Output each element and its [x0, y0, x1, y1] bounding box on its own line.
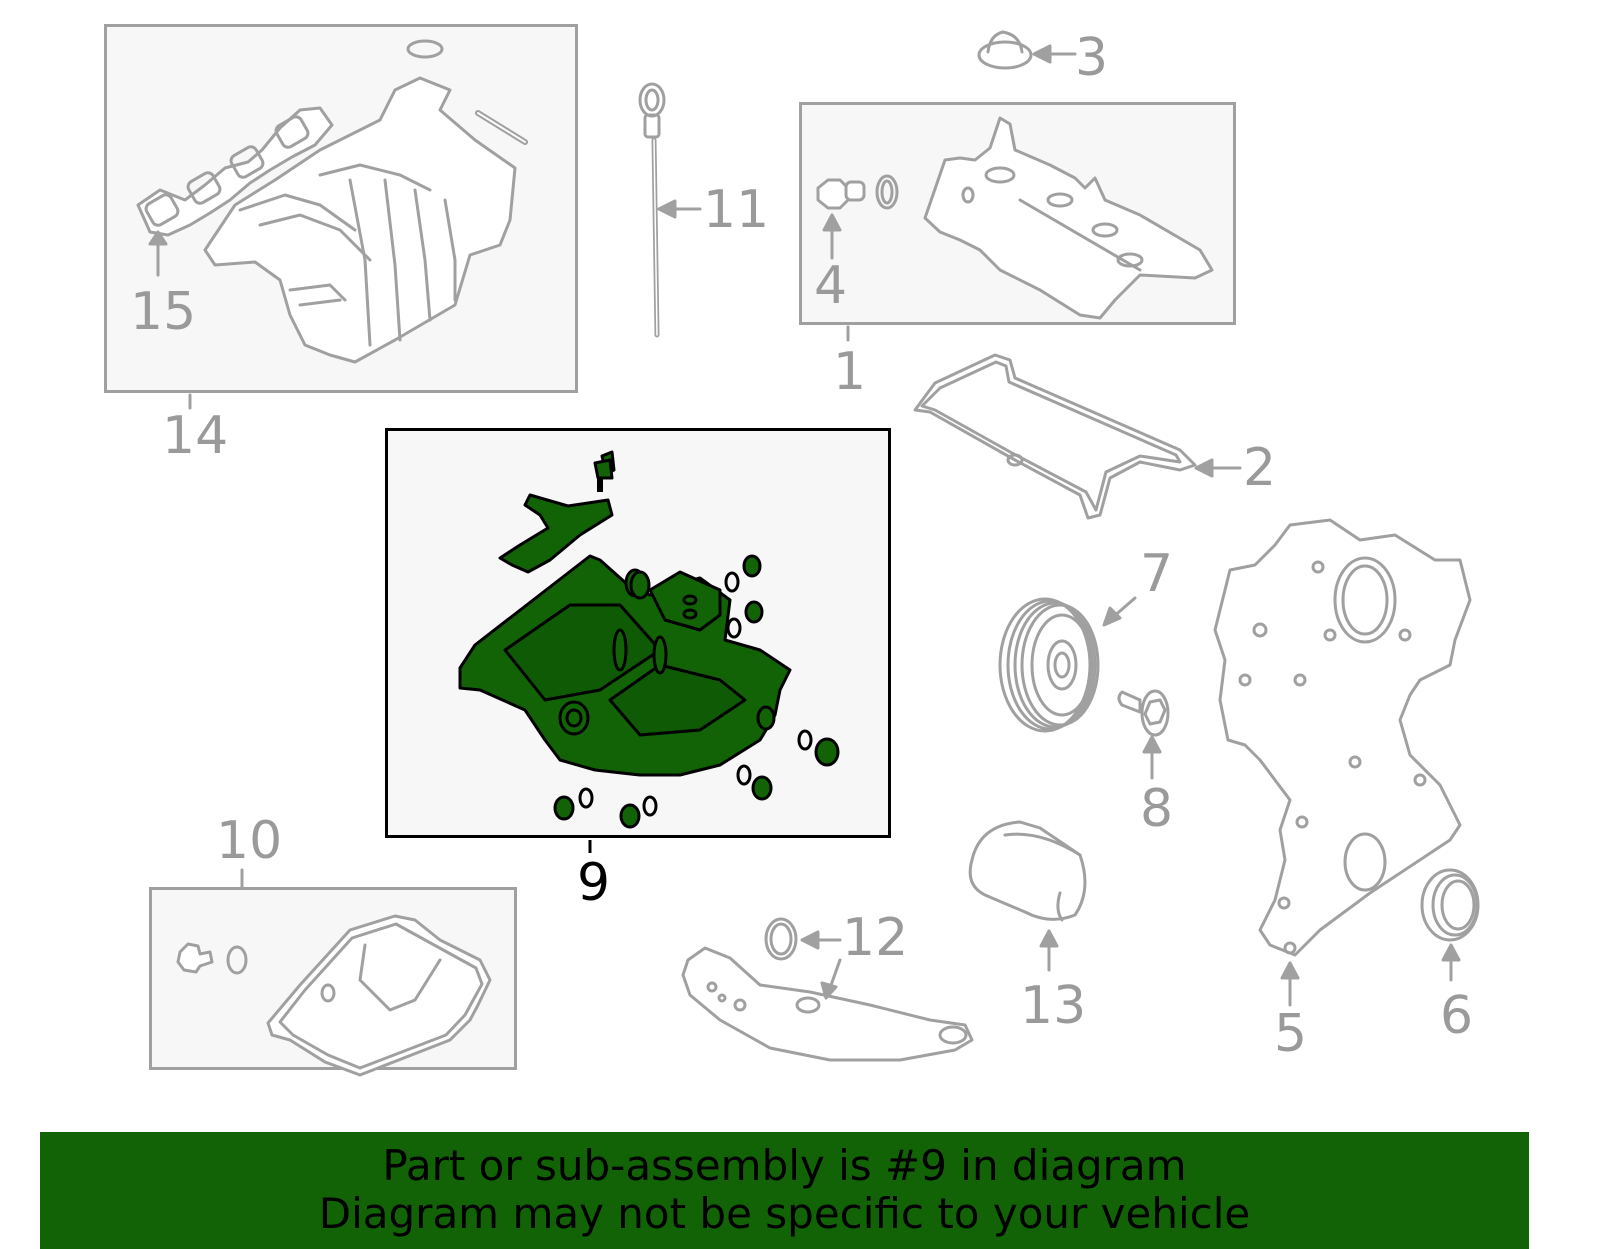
callout-2[interactable]: 2: [1243, 438, 1277, 498]
pulley-bolt-drawing: [1117, 689, 1170, 780]
callout-1[interactable]: 1: [833, 342, 867, 402]
filler-cap-drawing: [977, 30, 1077, 70]
callout-4[interactable]: 4: [814, 256, 848, 316]
callout-3[interactable]: 3: [1075, 28, 1109, 88]
dipstick-drawing: [638, 82, 702, 338]
banner-line-1: Part or sub-assembly is #9 in diagram: [382, 1141, 1187, 1190]
callout-5[interactable]: 5: [1274, 1004, 1308, 1064]
callout-7[interactable]: 7: [1140, 544, 1174, 604]
callout-14[interactable]: 14: [162, 406, 229, 466]
oil-filter-drawing: [968, 820, 1087, 972]
info-banner: Part or sub-assembly is #9 in diagram Di…: [40, 1132, 1529, 1249]
callout-15[interactable]: 15: [130, 282, 197, 342]
callout-11[interactable]: 11: [703, 180, 770, 240]
callout-6[interactable]: 6: [1440, 986, 1474, 1046]
crank-seal-drawing: [1420, 868, 1480, 982]
oil-pickup-drawing: [681, 917, 974, 1062]
upper-oil-pan-drawing: [458, 450, 840, 853]
banner-line-2: Diagram may not be specific to your vehi…: [318, 1189, 1251, 1238]
callout-12[interactable]: 12: [842, 908, 909, 968]
callout-10[interactable]: 10: [216, 811, 283, 871]
intake-gasket-drawing: [136, 106, 334, 277]
crank-pulley-drawing: [998, 596, 1137, 733]
callout-9-active[interactable]: 9: [577, 853, 611, 913]
callout-8[interactable]: 8: [1140, 779, 1174, 839]
timing-cover-drawing: [1213, 518, 1472, 1007]
valve-cover-gasket-drawing: [913, 353, 1242, 520]
lower-oil-pan-drawing: [176, 868, 492, 1077]
callout-13[interactable]: 13: [1020, 976, 1087, 1036]
intake-manifold-drawing: [188, 39, 528, 410]
valve-cover-drawing: [816, 116, 1214, 342]
